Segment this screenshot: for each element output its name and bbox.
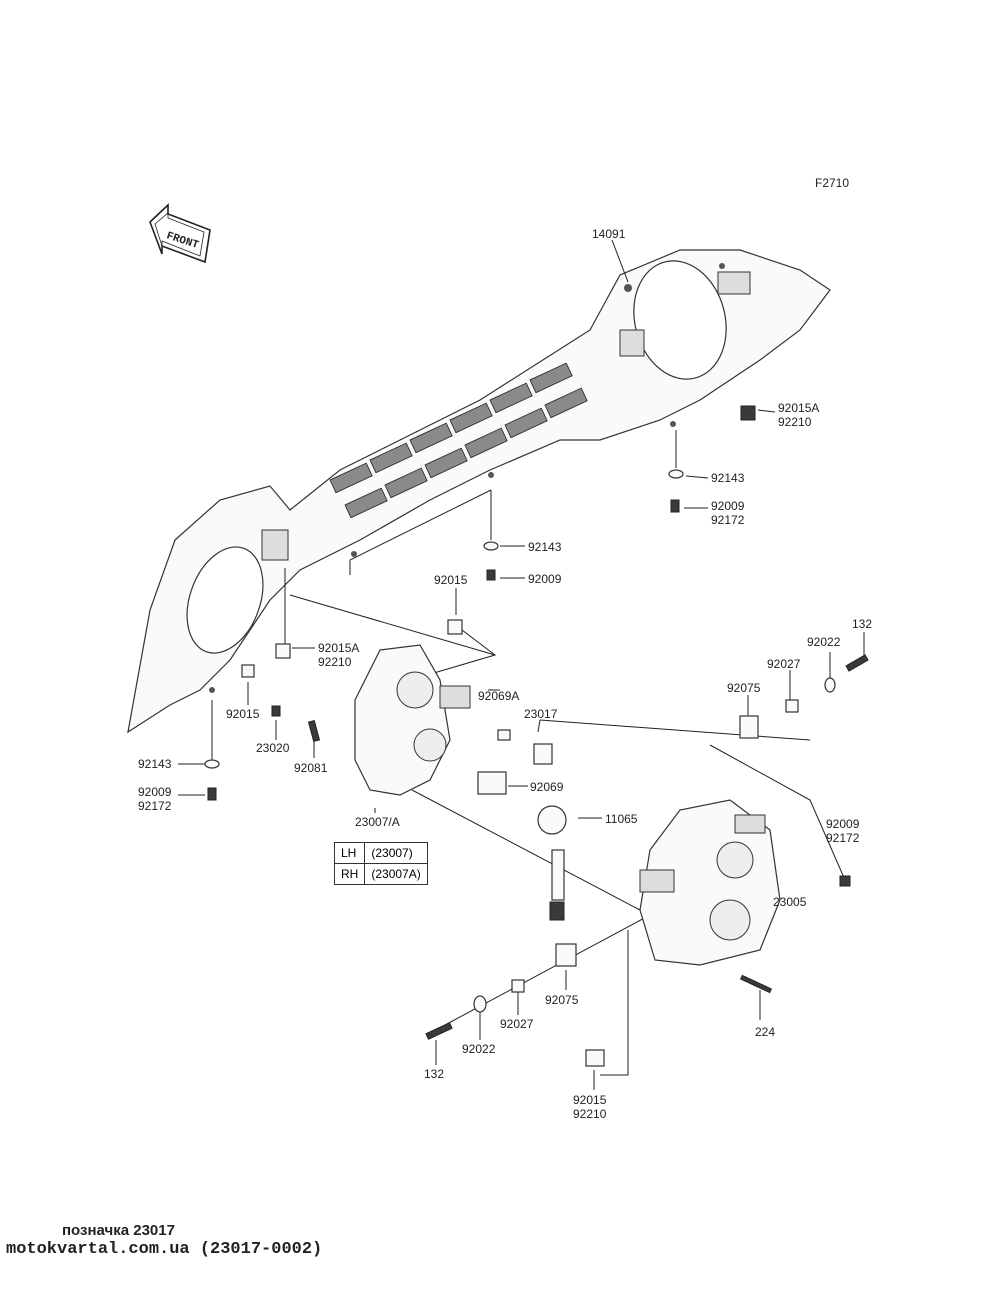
callout: 92075 xyxy=(545,993,579,1007)
callout: 92172 xyxy=(826,831,860,845)
callout: 92009 xyxy=(711,499,745,513)
callout: 92015A xyxy=(778,401,819,415)
callout: 92027 xyxy=(500,1017,534,1031)
diagram-code: F2710 xyxy=(815,176,849,190)
callout: 14091 xyxy=(592,227,626,241)
callout: 23005 xyxy=(773,895,807,909)
callout: 23017 xyxy=(524,707,558,721)
variant-table: LH (23007) RH (23007A) xyxy=(333,842,428,885)
footer-caption: позначка 23017 xyxy=(62,1222,175,1239)
callout: 92210 xyxy=(573,1107,607,1121)
callout: 92210 xyxy=(318,655,352,669)
callout: 92015 xyxy=(226,707,260,721)
callout: 92172 xyxy=(711,513,745,527)
callout: 11065 xyxy=(605,812,638,826)
callout: 92015 xyxy=(573,1093,607,1107)
callout: 224 xyxy=(755,1025,775,1039)
table-cell: (23007) xyxy=(364,842,428,864)
callout: 92015 xyxy=(434,573,468,587)
table-cell: (23007A) xyxy=(364,863,428,885)
callout: 92081 xyxy=(294,761,328,775)
headlight-cowl xyxy=(127,249,831,734)
headlight-housing xyxy=(639,799,781,966)
callout-labels: 14091 92015A 92210 92143 92009 92172 921… xyxy=(138,227,872,1121)
callout: 92143 xyxy=(528,540,562,554)
callout: 92210 xyxy=(778,415,812,429)
callout: 23007/A xyxy=(355,815,400,829)
callout: 132 xyxy=(424,1067,444,1081)
callout: 132 xyxy=(852,617,872,631)
callout: 23020 xyxy=(256,741,290,755)
leader-lines xyxy=(178,239,865,1090)
callout: 92022 xyxy=(807,635,841,649)
callout: 92022 xyxy=(462,1042,496,1056)
callout: 92027 xyxy=(767,657,801,671)
front-arrow-icon: FRONT xyxy=(149,203,211,264)
callout: 92009 xyxy=(528,572,562,586)
callout: 92069A xyxy=(478,689,519,703)
callout: 92009 xyxy=(826,817,860,831)
callout: 92172 xyxy=(138,799,172,813)
callout: 92143 xyxy=(711,471,745,485)
table-row: LH (23007) xyxy=(333,842,428,864)
headlight-bracket xyxy=(354,644,471,796)
small-parts xyxy=(204,405,869,1067)
callout: 92015A xyxy=(318,641,359,655)
callout: 92143 xyxy=(138,757,172,771)
footer-source: motokvartal.com.ua (23017-0002) xyxy=(6,1240,323,1259)
callout: 92009 xyxy=(138,785,172,799)
callout: 92069 xyxy=(530,780,564,794)
table-cell: RH xyxy=(333,863,366,885)
callout: 92075 xyxy=(727,681,761,695)
table-row: RH (23007A) xyxy=(333,863,428,885)
table-cell: LH xyxy=(333,842,366,864)
